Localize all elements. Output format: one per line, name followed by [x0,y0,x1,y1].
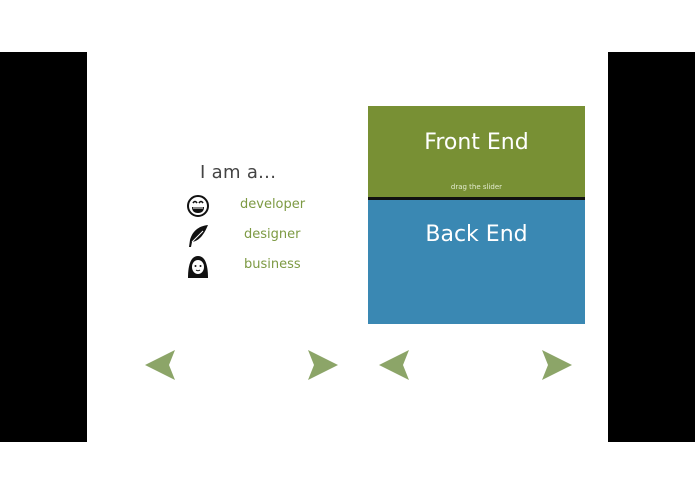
arrow-left-icon [145,350,175,380]
prev-arrow-left-panel[interactable] [143,348,177,382]
letterbox-right [608,52,695,442]
slider-handle[interactable] [368,197,585,200]
front-end-panel: Front End drag the slider [368,106,585,197]
back-end-label: Back End [425,222,528,247]
role-label: designer [244,227,301,242]
arrow-right-icon [308,350,338,380]
grin-face-icon [183,193,213,219]
role-designer[interactable]: designer [183,223,323,249]
next-arrow-left-panel[interactable] [306,348,340,382]
role-business[interactable]: business [183,253,323,279]
role-label: business [244,257,301,272]
comparison-slider[interactable]: Front End drag the slider Back End [368,106,585,324]
feather-quill-icon [183,223,213,249]
role-developer[interactable]: developer [183,193,323,219]
arrow-right-icon [542,350,572,380]
intro-heading: I am a... [200,162,277,183]
role-label: developer [240,197,306,212]
arrow-left-icon [379,350,409,380]
back-end-panel: Back End [368,200,585,324]
person-portrait-icon [183,253,213,279]
front-end-label: Front End [424,130,529,155]
letterbox-left [0,52,87,442]
next-arrow-right-panel[interactable] [540,348,574,382]
drag-hint: drag the slider [450,183,503,191]
prev-arrow-right-panel[interactable] [377,348,411,382]
